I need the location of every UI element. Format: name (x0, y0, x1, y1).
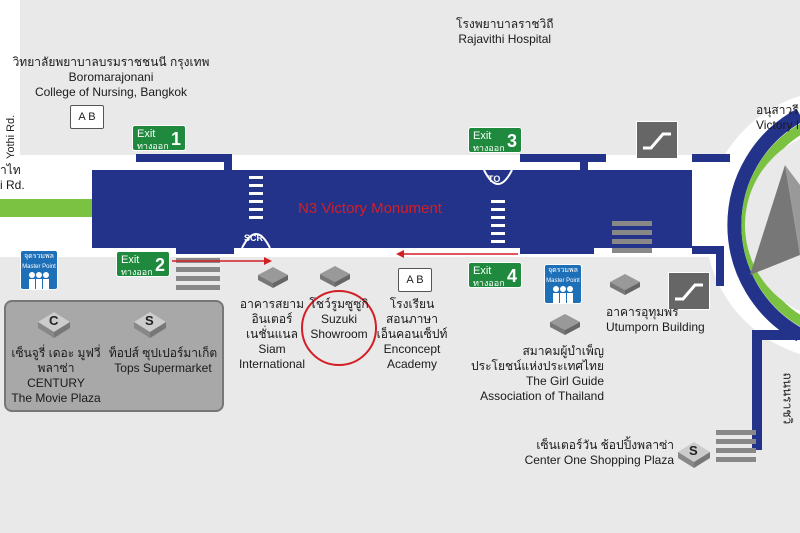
crossing-left-label: SCR (244, 233, 264, 243)
crossing-right-label: TO (488, 174, 501, 184)
building-icon-girl-guide (550, 314, 580, 335)
girl-guide-label: สมาคมผู้บำเพ็ญ ประโยชน์แห่งประเทศไทย The… (471, 344, 604, 403)
school-book-icon-nursing: A B (70, 105, 104, 129)
nursing-college-label: วิทยาลัยพยาบาลบรมราชชนนี กรุงเทพ Boromar… (12, 55, 210, 99)
master-point-left: จุดรวมพล Master Point (20, 250, 58, 290)
route-arrow-left (396, 250, 518, 258)
suzuki-showroom-label: โชว์รูมซูซูกิ Suzuki Showroom (309, 297, 369, 341)
victory-monument-label: อนุสาวรี Victory I (756, 103, 800, 132)
exit-1-connector (136, 154, 232, 162)
century-tops-area (4, 300, 224, 412)
hospital-label: โรงพยาบาลราชวิถี Rajavithi Hospital (456, 17, 554, 46)
suzuki-highlight-circle (301, 290, 377, 366)
people-icon (29, 272, 49, 290)
station-platform (92, 170, 692, 248)
right-lower-bridge (752, 330, 762, 450)
people-icon (553, 286, 573, 304)
exit-2-connector (176, 246, 234, 254)
crossing-left (241, 176, 271, 248)
exit-1-sign[interactable]: Exit ทางออก 1 (132, 125, 186, 151)
century-label: เซ็นจูรี่ เดอะ มูฟวี่ พลาซ่า CENTURY The… (11, 346, 101, 405)
center-one-letter: S (689, 443, 698, 458)
exit-3-sign[interactable]: Exit ทางออก 3 (468, 127, 522, 153)
right-connector (692, 154, 730, 162)
century-cinema-icon (38, 312, 70, 338)
building-icon-suzuki (320, 266, 350, 287)
building-icon-siam (258, 267, 288, 288)
exit-4-connector (520, 246, 594, 254)
siam-international-label: อาคารสยาม อินเตอร์ เนชั่นแนล Siam Intern… (238, 297, 306, 371)
green-median (0, 199, 95, 217)
center-one-label: เซ็นเตอร์วัน ช้อปปิ้งพลาซ่า Center One S… (524, 438, 674, 467)
right-bottom-connector (692, 246, 722, 254)
center-one-shopping-icon (678, 442, 710, 468)
tops-shopping-icon (134, 312, 166, 338)
tops-letter: S (145, 313, 154, 328)
master-point-right: จุดรวมพล Master Point (544, 264, 582, 304)
right-road-label: ถนนราชวิ (780, 372, 795, 425)
enconcept-label: โรงเรียน สอนภาษา เอ็นคอนเซ็ปท์ Enconcept… (376, 297, 448, 371)
stairs-center-one (716, 430, 756, 462)
right-lower-bridge-2 (752, 330, 800, 340)
utumporn-label: อาคารอุทุมพร Utumporn Building (606, 305, 705, 334)
exit-3-stub (580, 154, 588, 174)
route-arrow-right (172, 257, 272, 265)
station-name: N3 Victory Monument (298, 200, 442, 217)
roundabout (705, 96, 800, 354)
building-icon-utumporn (610, 274, 640, 295)
tops-label: ท็อปส์ ซุปเปอร์มาเก็ต Tops Supermarket (108, 346, 218, 375)
century-letter: C (49, 313, 59, 328)
yothi-road (0, 0, 20, 155)
exit-3-connector (520, 154, 606, 162)
school-book-icon-enconcept: A B (398, 268, 432, 292)
exit-2-sign[interactable]: Exit ทางออก 2 (116, 251, 170, 277)
exit-1-stub (224, 154, 232, 174)
crossing-right (483, 170, 513, 243)
escalator-icon-bottom (668, 272, 710, 310)
exit-4-sign[interactable]: Exit ทางออก 4 (468, 262, 522, 288)
left-road-label: าไท i Rd. (0, 163, 25, 192)
escalator-icon-top (636, 121, 678, 159)
right-vertical-connector (716, 246, 724, 286)
stairs-exit-3 (612, 221, 652, 253)
